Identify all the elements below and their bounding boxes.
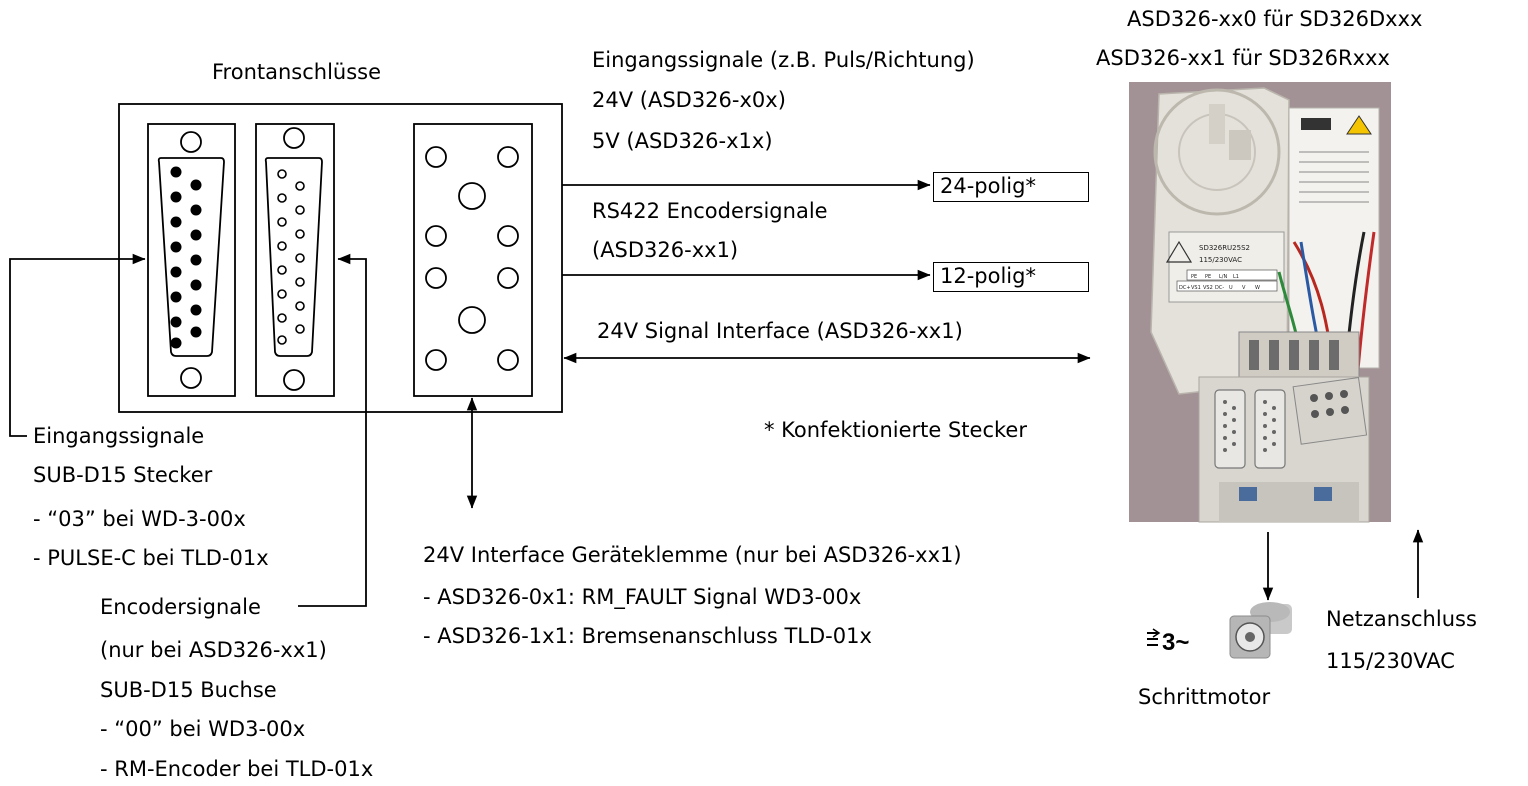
terminal-label: VS1 (1191, 285, 1201, 291)
mains-label-line-2: 115/230VAC (1326, 649, 1455, 673)
terminal-label: VS2 (1203, 285, 1213, 291)
left-note: - PULSE-C bei TLD-01x (33, 546, 269, 570)
model-line-2: ASD326-xx1 für SD326Rxxx (1096, 46, 1390, 70)
terminal-label: W (1255, 285, 1260, 291)
left-note: SUB-D15 Stecker (33, 463, 213, 487)
front-panel-title: Frontanschlüsse (212, 60, 382, 84)
rs422-line-2: (ASD326-xx1) (592, 238, 739, 262)
terminal-label: L1 (1233, 274, 1239, 280)
footnote: * Konfektionierte Stecker (764, 418, 1027, 442)
model-line-1: ASD326-xx0 für SD326Dxxx (1127, 7, 1423, 31)
device-photo: SD326RU25S2 115/230VAC PE PE L/N L1 DC+ … (1129, 82, 1391, 523)
input-signals-title: Eingangssignale (33, 424, 205, 448)
terminal-label: L/N (1219, 274, 1227, 280)
input-signals-line-1: Eingangssignale (z.B. Puls/Richtung) (592, 48, 975, 72)
connector-24-polig: 24-polig* (933, 172, 1089, 202)
subd15-female-connector (255, 123, 335, 397)
terminal-note-title: 24V Interface Geräteklemme (nur bei ASD3… (423, 543, 962, 567)
terminal-strip-labels: PE PE L/N L1 DC+ VS1 VS2 DC- U V W (1176, 269, 1278, 292)
device-model-label: SD326RU25S2 (1199, 244, 1250, 252)
stepper-motor-icon: 3~ (1147, 602, 1292, 659)
terminal-note: - ASD326-1x1: Bremsenanschluss TLD-01x (423, 624, 872, 648)
encoder-note: - “00” bei WD3-00x (100, 717, 306, 741)
encoder-note: (nur bei ASD326-xx1) (100, 638, 327, 662)
terminal-label: U (1229, 285, 1233, 291)
encoder-note: SUB-D15 Buchse (100, 678, 277, 702)
mains-label-line-1: Netzanschluss (1326, 607, 1477, 631)
motor-symbol: 3~ (1162, 629, 1189, 656)
input-signals-line-2: 24V (ASD326-x0x) (592, 88, 786, 112)
encoder-signals-title: Encodersignale (100, 595, 261, 619)
terminal-label: PE (1205, 274, 1211, 280)
terminal-label: DC- (1215, 285, 1224, 291)
leader-input-signals (9, 253, 146, 437)
connector-12-polig: 12-polig* (933, 262, 1089, 292)
motor-label: Schrittmotor (1138, 685, 1271, 709)
front-panel-frame (118, 103, 563, 413)
device-voltage-label: 115/230VAC (1199, 256, 1242, 264)
subd15-male-connector (147, 123, 236, 397)
left-note: - “03” bei WD-3-00x (33, 507, 246, 531)
terminal-note: - ASD326-0x1: RM_FAULT Signal WD3-00x (423, 585, 862, 609)
rs422-line-1: RS422 Encodersignale (592, 199, 828, 223)
terminal-block (413, 123, 533, 397)
leader-encoder-signals (298, 253, 367, 607)
interface-24v-label: 24V Signal Interface (ASD326-xx1) (597, 319, 963, 343)
terminal-label: V (1242, 285, 1246, 291)
terminal-label: PE (1191, 274, 1197, 280)
input-signals-line-3: 5V (ASD326-x1x) (592, 129, 773, 153)
terminal-label: DC+ (1179, 285, 1191, 291)
encoder-note: - RM-Encoder bei TLD-01x (100, 757, 374, 781)
